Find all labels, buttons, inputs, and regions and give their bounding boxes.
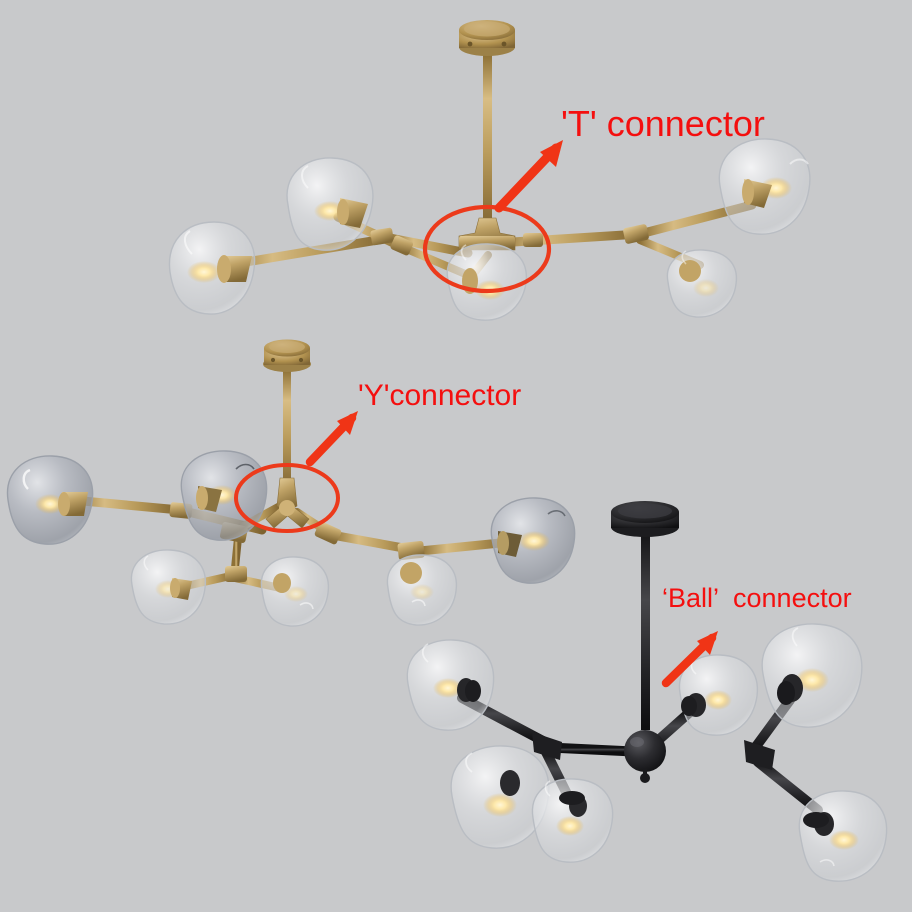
- globe-middle-5: [386, 554, 458, 626]
- y-connector-label: 'Y'connector: [358, 379, 522, 412]
- globe-top-5: [718, 138, 811, 235]
- globe-black-3: [531, 778, 614, 863]
- globe-black-4: [678, 654, 759, 736]
- ball-connector-piece: [624, 730, 666, 783]
- globe-middle-6-smoke: [490, 497, 576, 584]
- globe-black-6: [798, 790, 888, 882]
- globe-black-2: [450, 745, 550, 849]
- fixture-top-brass: [168, 20, 811, 321]
- globe-top-1: [168, 221, 256, 315]
- y-connector-highlight-ellipse: [234, 463, 340, 533]
- t-connector-highlight-ellipse: [422, 204, 552, 294]
- globe-top-2: [286, 157, 374, 251]
- ball-connector-arrow-icon: [661, 631, 718, 688]
- ball-connector-label: ‘Ball’ connector: [662, 583, 852, 613]
- globe-top-4: [666, 249, 738, 318]
- globe-middle-4: [260, 556, 330, 627]
- globe-black-5: [761, 623, 863, 728]
- ceiling-mount-top: [459, 20, 515, 230]
- globe-middle-1-smoke: [6, 455, 94, 545]
- fixture-bottom-black: [406, 501, 888, 882]
- y-connector-piece: [265, 477, 310, 529]
- ceiling-mount-middle: [263, 339, 311, 492]
- globe-top-3: [446, 243, 528, 321]
- t-connector-label: 'T' connector: [561, 103, 765, 144]
- globe-middle-3: [130, 549, 207, 625]
- t-connector-arrow-icon: [494, 140, 563, 213]
- ceiling-mount-black: [611, 501, 679, 730]
- y-connector-arrow-icon: [305, 411, 358, 467]
- globe-black-1: [406, 639, 495, 731]
- fixture-middle-brass: [6, 339, 576, 627]
